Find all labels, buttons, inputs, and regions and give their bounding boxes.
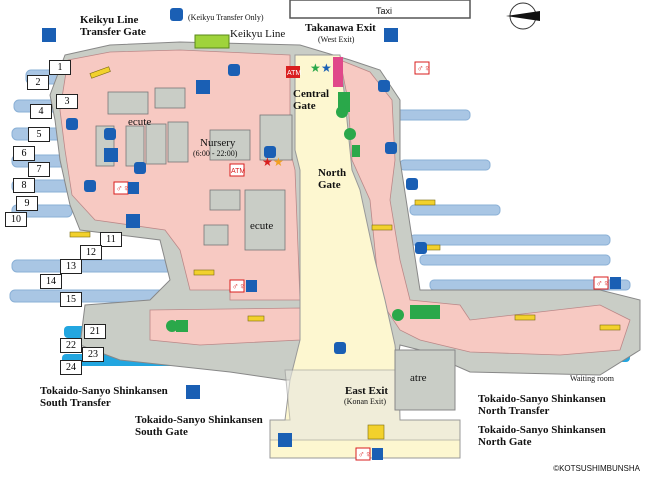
platform-2: 2: [27, 75, 49, 90]
east-exit-label: East Exit: [345, 385, 389, 397]
ecute-label-2: ecute: [250, 220, 274, 232]
platform-1: 1: [49, 60, 71, 75]
taxi-label: Taxi: [376, 6, 392, 16]
svg-text:★: ★: [321, 61, 332, 75]
locker-icon: [42, 28, 398, 447]
svg-text:★: ★: [310, 61, 321, 75]
stairs-icon: [69, 66, 621, 440]
platform-4: 4: [30, 104, 52, 119]
info-bubbles: [166, 106, 404, 332]
konan-exit-label: (Konan Exit): [344, 397, 386, 406]
platform-6: 6: [13, 146, 35, 161]
central-gate-label: Central Gate: [293, 88, 330, 112]
atm-icon: [229, 163, 245, 177]
shinkansen-south-transfer-label: Tokaido-Sanyo Shinkansen South Transfer: [40, 385, 168, 409]
takanawa-exit-label: Takanawa Exit: [305, 22, 376, 34]
platform-23: 23: [82, 347, 104, 362]
atm-label: ATM: [287, 70, 301, 77]
platform-15: 15: [60, 292, 82, 307]
platform-24: 24: [60, 360, 82, 375]
platform-13: 13: [60, 259, 82, 274]
atm-icon: [286, 66, 300, 78]
nursery-label: Nursery: [200, 137, 236, 149]
info-icon: [66, 8, 427, 354]
ecute-label: ecute: [128, 116, 152, 128]
taxi-entrance: [333, 57, 343, 87]
keikyu-transfer-gate-label: Keikyu Line Transfer Gate: [80, 14, 146, 38]
platform-9: 9: [16, 196, 38, 211]
toilet-icon: ♂♀ ♂♀ ♂♀ ♂♀ ♂♀: [113, 61, 610, 461]
shinkansen-north-transfer-label: Tokaido-Sanyo Shinkansen North Transfer: [478, 393, 606, 417]
platform-14: 14: [40, 274, 62, 289]
platform-12: 12: [80, 245, 102, 260]
platform-21: 21: [84, 324, 106, 339]
shinkansen-north-gate-label: Tokaido-Sanyo Shinkansen North Gate: [478, 424, 606, 448]
svg-text:♂♀: ♂♀: [232, 281, 246, 291]
svg-text:★: ★: [262, 155, 273, 169]
west-exit-label: (West Exit): [318, 35, 355, 44]
platform-22: 22: [60, 338, 82, 353]
shinkansen-south-gate-label: Tokaido-Sanyo Shinkansen South Gate: [135, 414, 263, 438]
svg-text:♂♀: ♂♀: [417, 63, 431, 73]
waiting-room-label: Waiting room: [570, 374, 615, 383]
svg-text:♂♀: ♂♀: [596, 278, 610, 288]
accessible-toilet-icon: [128, 182, 621, 460]
platform-7: 7: [28, 162, 50, 177]
atre-building: [394, 349, 456, 411]
platform-3: 3: [56, 94, 78, 109]
svg-text:♂♀: ♂♀: [358, 449, 372, 459]
platform-11: 11: [100, 232, 122, 247]
north-shinkansen-gate-marker: [410, 305, 440, 319]
platform-8: 8: [13, 178, 35, 193]
interior-rooms: [95, 87, 293, 251]
north-gate-marker: [352, 145, 360, 157]
atre-label: atre: [410, 372, 427, 384]
keikyu-line-label: Keikyu Line: [230, 28, 286, 40]
platforms-right: [379, 109, 631, 291]
platform-10: 10: [5, 212, 27, 227]
keikyu-transfer-only-label: (Keikyu Transfer Only): [188, 13, 264, 22]
keikyu-gate-strip: [194, 34, 230, 49]
platform-5: 5: [28, 127, 50, 142]
svg-text:♂♀: ♂♀: [116, 183, 130, 193]
star-icon: ★★ ★★: [262, 61, 332, 169]
compass-icon: [506, 2, 540, 30]
south-gate-marker: [176, 320, 188, 332]
north-gate-label: North Gate: [318, 167, 347, 191]
atm-label: ATM: [231, 168, 245, 175]
copyright-credit: ©KOTSUSHIMBUNSHA: [553, 464, 640, 473]
nursery-hours-label: (6:00 - 22:00): [193, 149, 238, 158]
taxi-lane: [289, 0, 471, 19]
svg-text:★: ★: [273, 155, 284, 169]
